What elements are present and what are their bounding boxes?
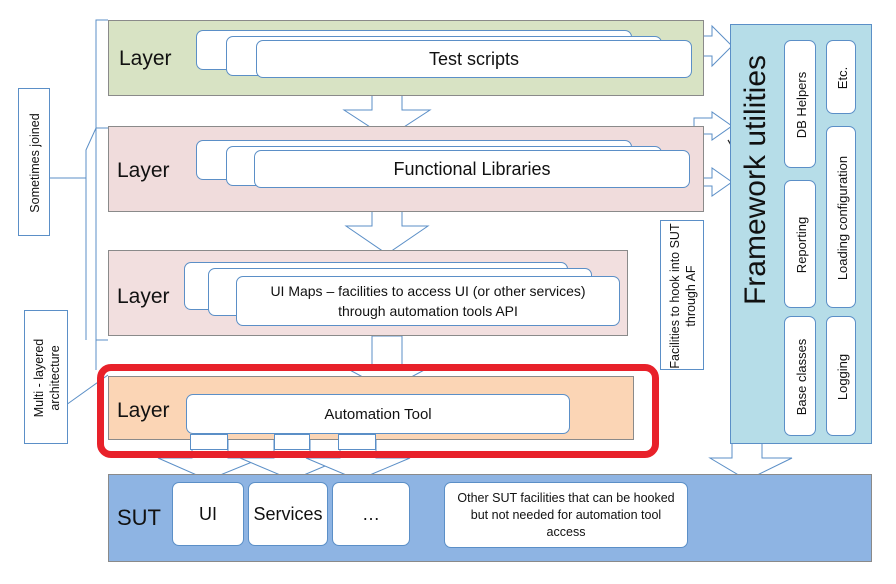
fw-cell-label: Logging (834, 353, 850, 401)
note-text: Multi - layered architecture (32, 338, 62, 418)
connector-tab (338, 434, 376, 450)
sut-item-services: Services (248, 482, 328, 546)
inner-bracket (85, 127, 108, 340)
fw-cell-loading-configuration: Loading configuration (826, 126, 856, 308)
sut-other-facilities-text: Other SUT facilities that can be hooked … (457, 490, 675, 539)
highlight-frame (97, 364, 659, 458)
connector-tab (274, 434, 310, 450)
sut-item-label: UI (199, 503, 217, 524)
note-multi-layered: Multi - layered architecture (24, 310, 68, 444)
sut-item-ui: UI (172, 482, 244, 546)
functional-libraries-text: Functional Libraries (393, 158, 551, 179)
automation-tool-box: Automation Tool (186, 394, 570, 434)
ui-maps-line2: through automation tools API (338, 303, 518, 319)
sut-item-label: … (362, 503, 380, 524)
layer-label: Layer (117, 285, 170, 308)
note-text: Facilities to hook into SUT through AF (668, 223, 698, 369)
fw-cell-label: Base classes (793, 338, 809, 416)
test-scripts-text: Test scripts (428, 48, 520, 69)
ui-maps-box: UI Maps – facilities to access UI (or ot… (236, 276, 620, 326)
outer-bracket (95, 19, 108, 341)
fw-cell-db-helpers: DB Helpers (784, 40, 816, 168)
sut-item-label: Services (253, 503, 323, 524)
fw-cell-label: Etc. (834, 66, 850, 90)
framework-title: Framework utilities (736, 0, 776, 370)
fw-cell-base-classes: Base classes (784, 316, 816, 436)
automation-tool-text: Automation Tool (324, 405, 432, 423)
functional-libraries-box: Functional Libraries (254, 150, 690, 188)
layer-label: Layer (117, 399, 170, 422)
fw-cell-logging: Logging (826, 316, 856, 436)
ui-maps-line1: UI Maps – facilities to access UI (or ot… (270, 283, 586, 299)
note-hook-facilities: Facilities to hook into SUT through AF (660, 220, 704, 370)
test-scripts-box: Test scripts (256, 40, 692, 78)
fw-cell-reporting: Reporting (784, 180, 816, 308)
sut-item-etc: … (332, 482, 410, 546)
fw-cell-etc: Etc. (826, 40, 856, 114)
sut-other-facilities: Other SUT facilities that can be hooked … (444, 482, 688, 548)
fw-cell-label: DB Helpers (793, 71, 809, 139)
fw-cell-label: Reporting (793, 216, 809, 274)
fw-cell-label: Loading configuration (834, 155, 850, 281)
framework-title-text: Framework utilities (739, 54, 772, 306)
note-text: Sometimes joined (28, 113, 42, 213)
note-sometimes-joined: Sometimes joined (18, 88, 50, 236)
layer-label: Layer (117, 159, 170, 182)
layer-label: Layer (119, 47, 172, 70)
sut-label: SUT (117, 505, 161, 530)
connector-tab (190, 434, 228, 450)
